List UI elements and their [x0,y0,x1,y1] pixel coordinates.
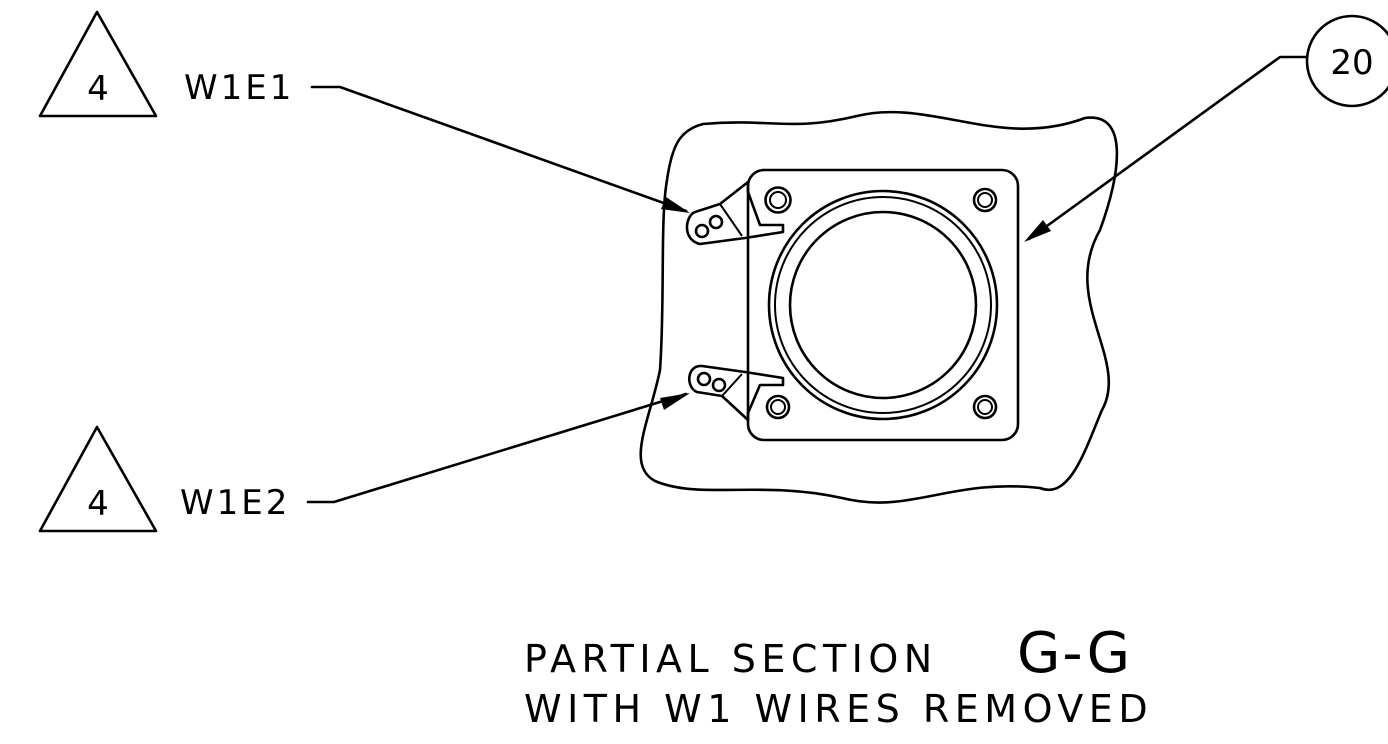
section-title-line1: PARTIAL SECTION [524,637,938,681]
section-break-boundary [639,110,1119,504]
section-title-line2: WITH W1 WIRES REMOVED [524,687,1153,731]
mounting-hole-bottom-left-inner [770,399,786,415]
lug-hole-bottom-2 [711,377,727,393]
mounting-hole-top-right [972,187,998,213]
leader-line-w1e2 [306,392,688,504]
item-balloon-20: 20 [1305,14,1388,108]
mounting-hole-bottom-right-inner [977,399,993,415]
lug-body-top [685,180,785,246]
lug-hole-bottom-1 [696,371,712,387]
arrowhead-balloon [1024,220,1051,242]
mounting-hole-top-left [764,186,792,214]
flag-note-top: 4 [38,10,158,118]
lug-body-bottom [688,364,785,422]
lug-hole-top-2 [708,214,724,230]
flag-number-top: 4 [87,69,109,109]
balloon-circle [1305,14,1388,108]
section-title: PARTIAL SECTION G-G WITH W1 WIRES REMOVE… [524,621,1153,731]
ground-lug-top [685,180,785,246]
wire-label-w1e1: W1E1 [184,68,294,108]
mounting-hole-bottom-left [765,394,791,420]
connector-barrel [767,189,999,421]
flag-triangle-top [38,10,158,118]
wire-label-w1e2: W1E2 [180,483,290,523]
mounting-hole-top-right-inner [977,192,993,208]
barrel-outer-ring [767,189,999,421]
mounting-holes [764,186,998,420]
mounting-hole-bottom-right [972,394,998,420]
lug-bend-line-bottom [721,373,743,397]
lug-bend-line-top [719,203,743,237]
arrowhead-w1e1 [661,197,690,213]
leader-line-w1e1 [310,85,688,213]
flag-note-bottom: 4 [38,425,158,533]
balloon-number: 20 [1330,43,1373,83]
arrowhead-w1e2 [660,393,690,410]
lug-hole-top-1 [694,223,710,239]
connector-flange [746,168,1020,442]
barrel-inner-ring [788,210,978,400]
mounting-hole-top-left-inner [769,191,787,209]
barrel-middle-ring [774,196,992,414]
leader-line-balloon [1027,55,1309,241]
flag-number-bottom: 4 [87,484,109,524]
flag-triangle-bottom [38,425,158,533]
section-letter-g-g: G-G [1017,621,1132,686]
ground-lug-bottom [688,364,785,422]
